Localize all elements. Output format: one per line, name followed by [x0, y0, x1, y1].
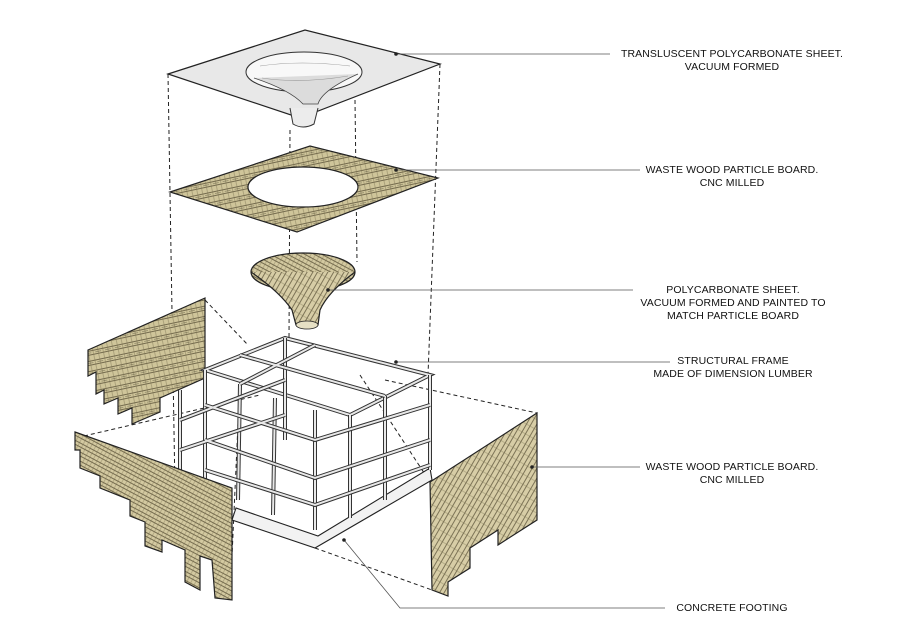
leader-dots: [326, 52, 534, 542]
polycarbonate-funnel: [250, 252, 356, 330]
structural-frame: [178, 335, 436, 549]
label-polycarbonate-funnel: POLYCARBONATE SHEET. VACUUM FORMED AND P…: [640, 284, 826, 322]
label-polycarbonate-top: TRANSLUSCENT POLYCARBONATE SHEET. VACUUM…: [620, 48, 844, 73]
label-particle-board-top: WASTE WOOD PARTICLE BOARD. CNC MILLED: [645, 164, 819, 189]
polycarbonate-top-sheet: [166, 29, 442, 128]
leader-lines: [328, 53, 670, 609]
particle-board-wall-right: [429, 411, 538, 597]
particle-board-wall-left-back: [87, 297, 206, 425]
label-structural-frame: STRUCTURAL FRAME MADE OF DIMENSION LUMBE…: [653, 355, 813, 380]
particle-board-top: [168, 145, 440, 233]
label-particle-board-walls: WASTE WOOD PARTICLE BOARD. CNC MILLED: [645, 461, 819, 486]
particle-board-wall-left-front: [74, 431, 233, 601]
concrete-footing-slab: [231, 467, 433, 549]
label-concrete-footing: CONCRETE FOOTING: [676, 602, 788, 614]
